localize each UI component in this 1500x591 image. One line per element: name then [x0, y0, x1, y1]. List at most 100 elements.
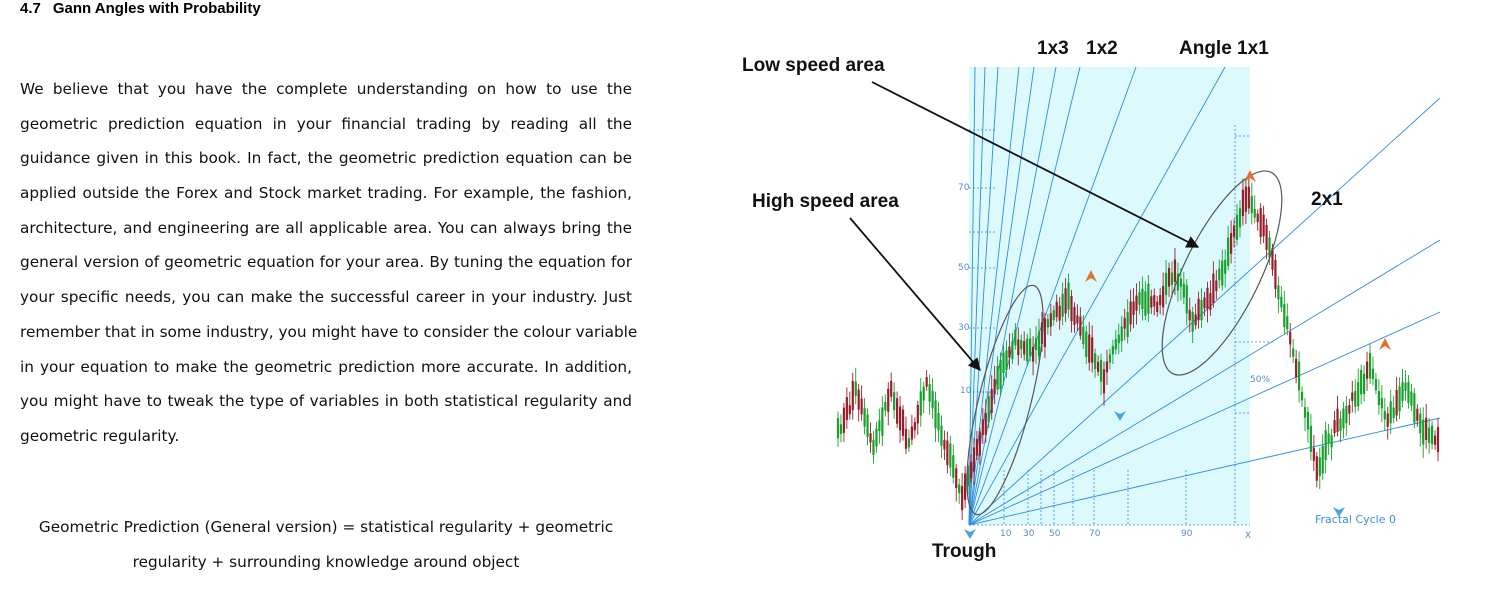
candle-body: [1327, 433, 1330, 444]
candle-body: [978, 431, 981, 456]
candle-body: [1283, 304, 1286, 328]
candle-body: [1126, 312, 1129, 338]
candle-body: [1156, 301, 1159, 313]
candle-body: [1173, 259, 1177, 282]
candle-body: [1312, 447, 1315, 461]
candle-body: [1061, 293, 1064, 317]
candle-body: [1085, 331, 1088, 358]
high-speed-ellipse: [966, 284, 1044, 516]
candle-body: [866, 414, 869, 437]
candle-body: [952, 455, 955, 478]
candle-body: [1235, 214, 1239, 240]
candle-body: [1058, 305, 1061, 321]
candle-body: [1191, 311, 1194, 332]
peak-marker-icon: [1085, 270, 1097, 282]
candle-body: [1162, 286, 1165, 308]
paragraph-line: architecture, and engineering are all ap…: [20, 218, 632, 237]
candle-body: [1020, 340, 1023, 350]
candle-body: [1034, 338, 1038, 351]
candle-body: [1005, 350, 1008, 371]
candle-body: [1227, 237, 1230, 267]
formula-line-1: Geometric Prediction (General version) =…: [38, 518, 614, 536]
candle-body: [1011, 341, 1014, 360]
candle-body: [1008, 346, 1011, 358]
candle-body: [1333, 420, 1336, 433]
candle-body: [1295, 358, 1298, 378]
candle-body: [1176, 273, 1180, 291]
fan-line: [968, 66, 986, 526]
angle-1x3-label: 1x3: [1037, 38, 1069, 59]
candle-body: [1094, 353, 1097, 370]
candle-body: [1404, 382, 1407, 391]
candle-body: [1102, 369, 1106, 394]
candle-body: [1289, 332, 1292, 345]
paragraph-line: geometric regularity.: [20, 426, 180, 445]
candle-body: [1031, 346, 1035, 362]
angle-1x1-label: Angle 1x1: [1179, 38, 1269, 59]
high-speed-arrow: [849, 217, 981, 371]
candle-body: [1123, 317, 1126, 329]
candle-body: [1306, 411, 1310, 430]
candle-body: [1150, 296, 1153, 308]
candle-body: [1374, 378, 1378, 391]
candle-body: [1232, 225, 1236, 238]
candle-body: [845, 397, 848, 420]
candle-body: [1238, 208, 1242, 228]
candle-body: [1164, 273, 1168, 295]
candle-body: [1002, 352, 1005, 374]
section-title: Gann Angles with Probability: [52, 0, 261, 17]
x-tick-label: 90: [1181, 529, 1193, 539]
candle-body: [1114, 338, 1117, 350]
candle-body: [1218, 268, 1221, 281]
candle-body: [1212, 273, 1215, 304]
candle-body: [1203, 297, 1206, 309]
candle-body: [940, 425, 943, 446]
fan-line: [968, 66, 1057, 526]
candle-body: [842, 407, 846, 433]
candle-body: [1194, 314, 1197, 326]
candle-body: [860, 398, 863, 415]
candle-body: [972, 447, 976, 472]
paragraph-line: applied outside the Forex and Stock mark…: [20, 184, 632, 203]
candle-body: [901, 409, 905, 436]
candle-body: [1099, 359, 1103, 382]
candle-body: [1365, 361, 1369, 379]
candle-body: [907, 438, 911, 448]
candle-body: [836, 417, 840, 439]
candle-body: [1215, 280, 1218, 292]
candle-body: [1425, 417, 1428, 440]
candle-body: [896, 398, 899, 424]
candle-body: [1422, 419, 1425, 445]
fan-line: [968, 417, 1441, 526]
body-paragraph: We believe that you have the complete un…: [20, 74, 637, 456]
trough-marker-icon: [964, 529, 976, 539]
candle-body: [1153, 295, 1156, 307]
fan-line: [968, 66, 1081, 526]
y-tick-label: 10: [960, 386, 972, 396]
candle-body: [857, 389, 860, 410]
candle-body: [1392, 407, 1395, 418]
candle-body: [946, 440, 949, 466]
candle-body: [1363, 373, 1366, 394]
candle-body: [1315, 456, 1318, 481]
candle-body: [955, 468, 958, 488]
candle-body: [1410, 391, 1413, 406]
candle-body: [1197, 298, 1200, 321]
candle-body: [1321, 445, 1324, 474]
candle-body: [1052, 310, 1055, 321]
candle-body: [1209, 293, 1212, 311]
candle-body: [1141, 288, 1144, 309]
candle-body: [958, 484, 961, 494]
candle-body: [1023, 341, 1026, 355]
speed-zone: [969, 67, 1250, 525]
candle-body: [1286, 316, 1289, 330]
candle-body: [1073, 306, 1076, 325]
candle-body: [1398, 386, 1401, 412]
candle-body: [1221, 260, 1224, 286]
candle-body: [1250, 196, 1253, 214]
candle-body: [890, 380, 893, 397]
candle-body: [1129, 301, 1132, 325]
x-tick-label: 70: [1089, 529, 1101, 539]
candle-body: [1309, 425, 1313, 452]
